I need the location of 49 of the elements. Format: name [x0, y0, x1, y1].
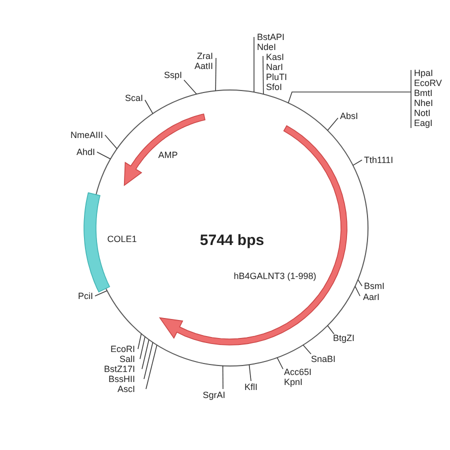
restriction-site-label: AscI: [117, 384, 135, 394]
restriction-site-label: KasI NarI PluTI SfoI: [266, 52, 288, 92]
feature-label: AMP: [158, 150, 178, 160]
leader-line: [302, 344, 312, 354]
restriction-site-label: KflI: [244, 382, 258, 392]
leader-line: [140, 336, 146, 360]
leader-line: [327, 118, 338, 131]
feature-label: COLE1: [107, 234, 137, 244]
leader-line: [352, 160, 362, 166]
leader-line: [104, 134, 118, 150]
leader-line: [358, 279, 362, 286]
leader-line: [94, 290, 108, 296]
restriction-site-label: ScaI: [124, 93, 143, 103]
leader-line: [138, 333, 142, 350]
restriction-site-label: SalI: [119, 354, 135, 364]
restriction-site-label: BssHII: [108, 374, 135, 384]
leader-line: [144, 342, 154, 380]
restriction-site-label: BstAPI NdeI: [257, 32, 285, 52]
restriction-site-label: PciI: [78, 291, 93, 301]
restriction-site-label: AarI: [363, 292, 380, 302]
leader-line: [276, 357, 284, 370]
leader-line: [96, 152, 111, 160]
restriction-site-label: SspI: [164, 70, 182, 80]
restriction-site-label: Acc65I KpnI: [284, 367, 312, 387]
restriction-site-label: HpaI EcoRV BmtI NheI NotI EagI: [414, 68, 442, 128]
leader-line: [146, 344, 158, 390]
restriction-site-label: ZraI AatII: [194, 51, 213, 71]
restriction-site-label: Tth111I: [364, 155, 394, 165]
restriction-site-label: SgrAI: [202, 390, 226, 400]
leader-line: [215, 58, 216, 92]
restriction-site-label: EcoRI: [110, 344, 135, 354]
restriction-site-label: NmeAIII: [70, 130, 103, 140]
leader-line: [248, 364, 252, 382]
leader-line: [144, 100, 154, 114]
restriction-site-label: AbsI: [340, 111, 358, 121]
leader-line: [327, 325, 334, 334]
restriction-site-label: BsmI: [364, 281, 385, 291]
leader-line: [262, 56, 264, 94]
leader-line: [222, 365, 224, 390]
leader-line: [288, 70, 412, 128]
restriction-site-label: SnaBI: [311, 354, 336, 364]
restriction-site-label: BtgZI: [333, 333, 355, 343]
restriction-site-label: BstZ17I: [104, 364, 135, 374]
size-label: 5744 bps: [200, 232, 264, 249]
leader-line: [142, 339, 150, 370]
restriction-site-label: AhdI: [76, 147, 95, 157]
feature-label: hB4GALNT3 (1-998): [234, 271, 316, 281]
leader-line: [354, 286, 360, 296]
leader-line: [184, 80, 197, 94]
